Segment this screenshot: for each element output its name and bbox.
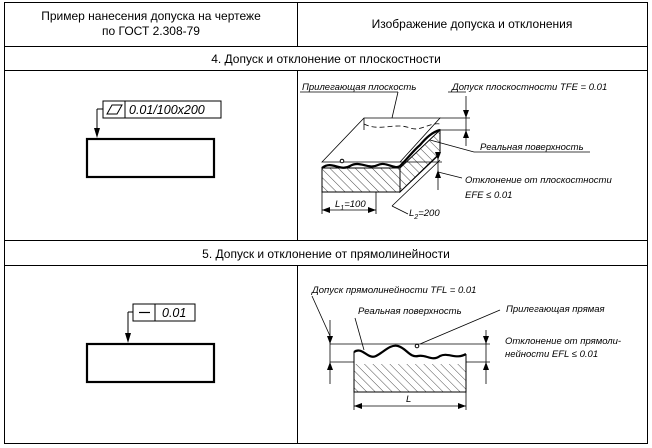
- label-real-surface-4: Реальная поверхность: [480, 142, 584, 153]
- label-adjacent-line: Прилегающая прямая: [506, 304, 605, 315]
- header-col1-line1: Пример нанесения допуска на чертеже: [41, 9, 261, 23]
- section4-frame-value: 0.01/100x200: [129, 103, 205, 117]
- flatness-parallelogram-icon: [106, 104, 123, 115]
- column-divider-header: [297, 3, 298, 46]
- gost-tolerance-table: Пример нанесения допуска на чертеже по Г…: [4, 2, 648, 444]
- leader-arrowhead-5: [125, 333, 131, 343]
- label-real-surface-5: Реальная поверхность: [358, 306, 462, 317]
- divider-4: [5, 265, 647, 266]
- header-col1-line2: по ГОСТ 2.308-79: [102, 24, 200, 38]
- section5-part-rectangle: [85, 342, 216, 384]
- label-straightness-deviation-1: Отклонение от прямоли-: [505, 336, 621, 347]
- straightness-body: [353, 361, 467, 393]
- divider-3: [5, 240, 647, 241]
- label-l2: L2=200: [409, 208, 440, 221]
- section5-frame-value: 0.01: [162, 306, 186, 320]
- real-surface-curve: [321, 128, 441, 169]
- label-straightness-tolerance: Допуск прямолинейности TFL = 0.01: [311, 285, 476, 296]
- label-flatness-deviation-2: EFE ≤ 0.01: [465, 190, 512, 201]
- section5-title: 5. Допуск и отклонение от прямолинейност…: [202, 247, 450, 261]
- label-l1: L1=100: [335, 199, 366, 212]
- divider-1: [5, 46, 647, 47]
- label-straightness-deviation-2: нейности EFL ≤ 0.01: [505, 349, 598, 360]
- header-col1: Пример нанесения допуска на чертеже по Г…: [5, 9, 297, 39]
- column-divider-section4: [297, 70, 298, 240]
- divider-2: [5, 70, 647, 71]
- label-flatness-deviation-1: Отклонение от плоскостности: [465, 175, 612, 186]
- header-col2: Изображение допуска и отклонения: [371, 17, 573, 31]
- section4-title: 4. Допуск и отклонение от плоскостности: [211, 52, 441, 66]
- label-flatness-tolerance: Допуск плоскостности TFE = 0.01: [451, 82, 607, 93]
- label-adjacent-plane: Прилегающая плоскость: [302, 82, 416, 93]
- real-surface-profile: [353, 344, 467, 360]
- leader-arrowhead: [94, 128, 100, 138]
- label-length-l: L: [406, 394, 411, 405]
- section4-part-rectangle: [85, 137, 216, 179]
- column-divider-section5: [297, 265, 298, 443]
